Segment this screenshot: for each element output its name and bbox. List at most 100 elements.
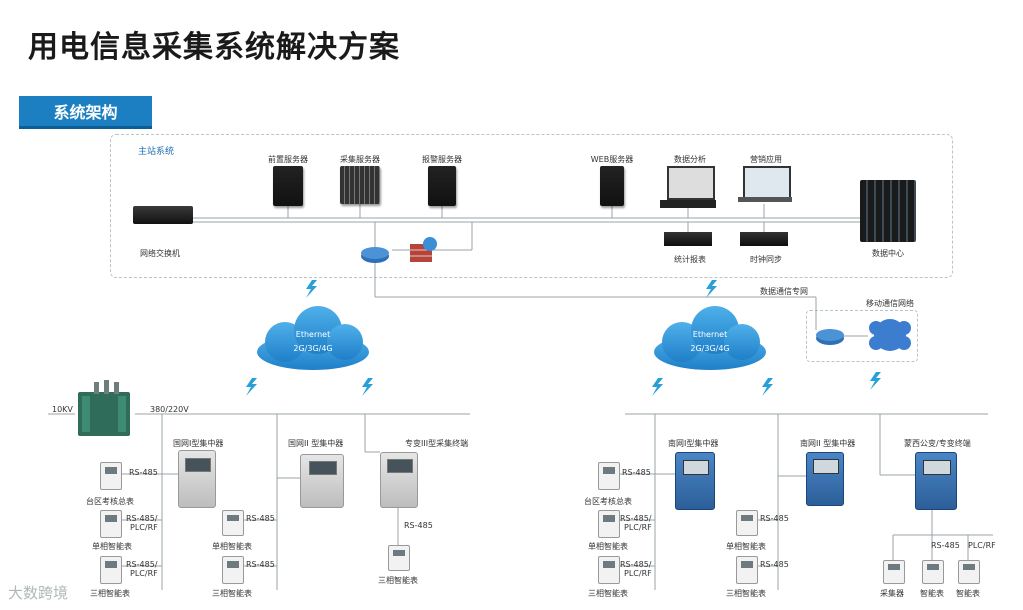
left-rs485-c: RS-485 (246, 560, 275, 569)
right-rs485-b: RS-485 (760, 514, 789, 523)
left-area-meter (100, 462, 122, 490)
marketing-app-laptop-base (738, 197, 792, 202)
web-server-label: WEB服务器 (590, 155, 634, 164)
router-master (361, 247, 389, 263)
clock-sync-device (740, 232, 788, 246)
cloud-left-line2: 2G/3G/4G (293, 344, 333, 353)
right-concentrator-2-label: 南网II 型集中器 (800, 439, 856, 448)
right-area-meter-label: 台区考核总表 (584, 497, 632, 506)
mobile-network-hex (869, 319, 911, 351)
left-terminal-label: 专变III型采集终端 (405, 439, 469, 448)
right-smart-meter-2-label: 智能表 (956, 589, 980, 598)
transformer (78, 380, 130, 436)
alarm-server (428, 166, 456, 206)
front-server (273, 166, 303, 206)
cloud-right-line1: Ethernet (692, 330, 728, 339)
watermark: 大数跨境 (8, 584, 69, 602)
right-single-meter-b-label: 单相智能表 (726, 542, 766, 551)
left-three-meter-a-label: 三相智能表 (90, 589, 130, 598)
right-rs485-d: RS-485 (931, 541, 960, 550)
right-plc-a-2: PLC/RF (624, 523, 652, 532)
data-analysis-label: 数据分析 (674, 155, 706, 164)
right-plc-rf: PLC/RF (968, 541, 996, 550)
right-rs485-a: RS-485 (622, 468, 651, 477)
voltage-lv-label: 380/220V (150, 405, 189, 414)
left-three-meter-b (222, 556, 244, 584)
left-concentrator-2-label: 国网II 型集中器 (288, 439, 344, 448)
right-single-meter-a (598, 510, 620, 538)
master-station-label: 主站系统 (138, 147, 175, 157)
right-terminal-label: 蒙西公变/专变终端 (904, 439, 971, 448)
left-single-meter-b-label: 单相智能表 (212, 542, 252, 551)
right-concentrator-1 (675, 452, 715, 510)
marketing-app-laptop (743, 166, 791, 200)
right-three-meter-b-label: 三相智能表 (726, 589, 766, 598)
right-three-meter-a-label: 三相智能表 (588, 589, 628, 598)
right-smart-meter-1-label: 智能表 (920, 589, 944, 598)
cloud-right (654, 306, 766, 370)
collect-server-label: 采集服务器 (340, 155, 380, 164)
right-smart-meter-1 (922, 560, 944, 584)
right-plc-a-1: RS-485/ (620, 514, 652, 523)
alarm-server-label: 报警服务器 (422, 155, 462, 164)
right-smart-meter-2 (958, 560, 980, 584)
collect-server (340, 166, 380, 204)
left-rs485-b: RS-485 (246, 514, 275, 523)
mobile-network-frame (806, 310, 918, 362)
left-terminal (380, 452, 418, 508)
network-switch-label: 网络交换机 (140, 249, 180, 258)
right-collector (883, 560, 905, 584)
network-switch (133, 206, 193, 224)
cloud-left (257, 306, 369, 370)
right-concentrator-1-label: 南网I型集中器 (668, 439, 719, 448)
data-center-racks (860, 180, 916, 242)
left-concentrator-2 (300, 454, 344, 508)
left-single-meter-a-label: 单相智能表 (92, 542, 132, 551)
clock-sync-label: 时钟同步 (750, 255, 782, 264)
left-area-meter-label: 台区考核总表 (86, 497, 134, 506)
marketing-app-label: 营销应用 (750, 155, 782, 164)
right-collector-label: 采集器 (880, 589, 904, 598)
left-plc-a-2: PLC/RF (130, 523, 158, 532)
firewall (410, 237, 437, 262)
left-three-meter-c (388, 545, 410, 571)
right-plc-b-2: PLC/RF (624, 569, 652, 578)
left-rs485-a: RS-485 (129, 468, 158, 477)
data-center-label: 数据中心 (872, 249, 904, 258)
left-three-meter-b-label: 三相智能表 (212, 589, 252, 598)
right-single-meter-b (736, 510, 758, 536)
left-concentrator-1 (178, 450, 216, 508)
left-three-meter-a (100, 556, 122, 584)
left-single-meter-b (222, 510, 244, 536)
right-three-meter-b (736, 556, 758, 584)
voltage-hv-label: 10KV (52, 405, 73, 414)
mobile-net-label: 移动通信网络 (866, 299, 914, 308)
left-rs485-d: RS-485 (404, 521, 433, 530)
left-plc-b-1: RS-485/ (126, 560, 158, 569)
cloud-left-line1: Ethernet (295, 330, 331, 339)
page-title: 用电信息采集系统解决方案 (28, 30, 400, 65)
web-server (600, 166, 624, 206)
stat-report-label: 统计报表 (674, 255, 706, 264)
right-rs485-c: RS-485 (760, 560, 789, 569)
stat-report-device (664, 232, 712, 246)
left-concentrator-1-label: 国网I型集中器 (173, 439, 224, 448)
master-station-frame (110, 134, 953, 278)
left-single-meter-a (100, 510, 122, 538)
front-server-label: 前置服务器 (268, 155, 308, 164)
section-tab-label: 系统架构 (53, 103, 118, 122)
left-plc-a-1: RS-485/ (126, 514, 158, 523)
router-mobile (816, 329, 844, 345)
right-concentrator-2 (806, 452, 844, 506)
left-three-meter-c-label: 三相智能表 (378, 576, 418, 585)
cloud-right-line2: 2G/3G/4G (690, 344, 730, 353)
right-area-meter (598, 462, 620, 490)
right-three-meter-a (598, 556, 620, 584)
data-analysis-monitor (667, 166, 715, 200)
right-plc-b-1: RS-485/ (620, 560, 652, 569)
section-tab[interactable]: 系统架构 (19, 96, 152, 129)
right-terminal (915, 452, 957, 510)
left-plc-b-2: PLC/RF (130, 569, 158, 578)
right-single-meter-a-label: 单相智能表 (588, 542, 628, 551)
